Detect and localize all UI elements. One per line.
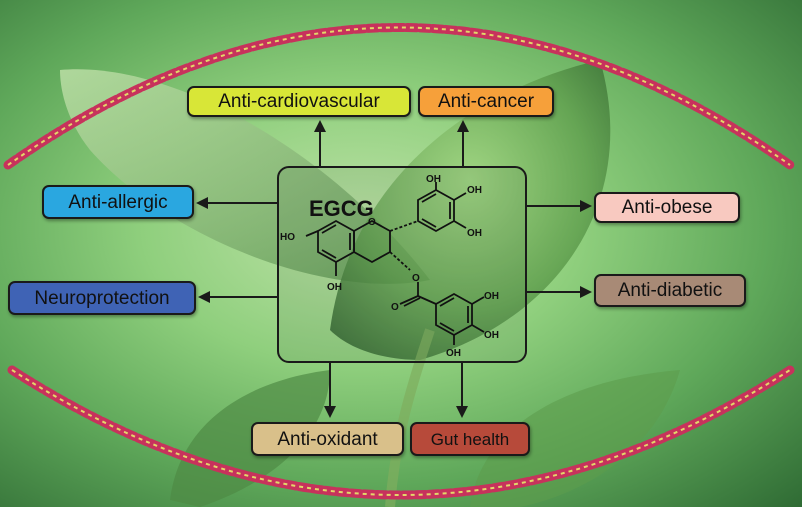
ho-label: HO xyxy=(280,232,295,243)
carbonyl-o-label: O xyxy=(391,302,399,313)
oh-label-g3: OH xyxy=(446,348,461,359)
oh-label-g2: OH xyxy=(484,330,499,341)
ring-o-label: O xyxy=(368,217,376,228)
oh-label-a: OH xyxy=(327,282,342,293)
gut-health-label: Gut health xyxy=(410,422,530,456)
oh-label-g1: OH xyxy=(484,291,499,302)
leaf-left xyxy=(60,69,430,284)
anti-cardiovascular-label: Anti-cardiovascular xyxy=(187,86,411,117)
anti-obese-label: Anti-obese xyxy=(594,192,740,223)
leaf-right xyxy=(330,60,611,360)
egcg-structure: HO OH OH OH OH OH OH OH O O O xyxy=(280,174,499,359)
leaf-bottom-left xyxy=(170,370,330,507)
anti-cancer-label: Anti-cancer xyxy=(418,86,554,117)
egcg-title: EGCG xyxy=(309,196,374,221)
oh-label-b1: OH xyxy=(426,174,441,185)
bottom-arc-band xyxy=(7,365,795,500)
ester-o-label: O xyxy=(412,273,420,284)
top-arc-band xyxy=(3,23,795,170)
egcg-structure-box xyxy=(277,166,527,363)
leaf-bottom-right xyxy=(470,370,680,507)
anti-diabetic-label: Anti-diabetic xyxy=(594,274,746,307)
oh-label-b2: OH xyxy=(467,185,482,196)
anti-oxidant-label: Anti-oxidant xyxy=(251,422,404,456)
neuroprotection-label: Neuroprotection xyxy=(8,281,196,315)
oh-label-b3: OH xyxy=(467,228,482,239)
leaf-stem xyxy=(385,328,435,507)
anti-allergic-label: Anti-allergic xyxy=(42,185,194,219)
